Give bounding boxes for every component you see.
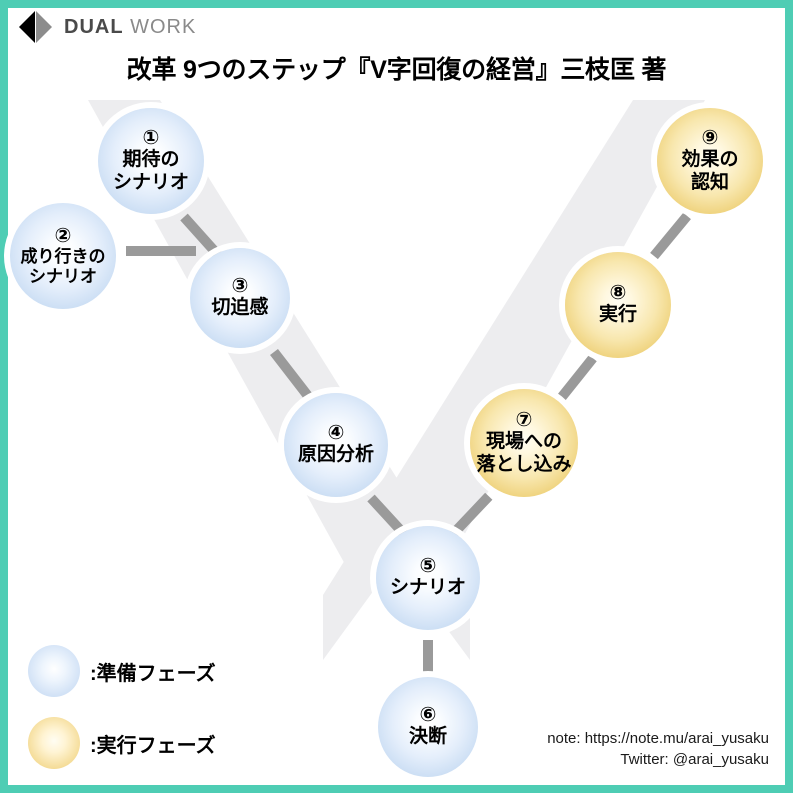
step-label-line: 決断 xyxy=(408,726,447,748)
blue-circle-icon xyxy=(28,645,80,697)
connector-②-to-③ xyxy=(126,246,196,256)
step-number: ⑧ xyxy=(609,282,627,305)
step-number: ⑦ xyxy=(515,409,533,432)
dual-arrow-logo-icon xyxy=(18,9,54,45)
step-label-line: 落とし込み xyxy=(476,453,572,475)
step-label-line: 切迫感 xyxy=(211,297,269,319)
page-title: 改革 9つのステップ『V字回復の経営』三枝匡 著 xyxy=(126,56,667,84)
footer-note-link[interactable]: note: https://note.mu/arai_yusaku xyxy=(547,729,769,747)
legend-item-execution: :実行フェーズ xyxy=(28,717,216,769)
step-label-line: 原因分析 xyxy=(297,444,374,466)
step-label-line: 効果の xyxy=(681,149,739,171)
step-label-line: 成り行きの xyxy=(20,246,106,266)
step-number: ⑨ xyxy=(701,127,719,150)
legend-item-preparation: :準備フェーズ xyxy=(28,645,216,697)
connector-⑤-to-⑥ xyxy=(423,640,433,672)
contact-footer: note: https://note.mu/arai_yusaku Twitte… xyxy=(547,728,769,772)
step-label-line: 期待の xyxy=(122,149,180,171)
step-number: ⑥ xyxy=(419,704,437,727)
yellow-circle-icon xyxy=(28,717,80,769)
step-number: ③ xyxy=(231,275,249,298)
brand-name-bold: DUAL xyxy=(64,16,124,38)
step-number: ⑤ xyxy=(419,555,437,578)
legend-label: :準備フェーズ xyxy=(90,662,216,685)
brand-logo: DUAL WORK xyxy=(18,8,196,46)
step-label-line: 現場への xyxy=(485,431,562,453)
footer-twitter-handle[interactable]: Twitter: @arai_yusaku xyxy=(620,751,769,769)
legend-label: :実行フェーズ xyxy=(90,734,216,757)
step-label-line: シナリオ xyxy=(29,266,97,286)
brand-name: DUAL WORK xyxy=(64,17,196,37)
step-label-line: シナリオ xyxy=(389,577,466,599)
step-number: ④ xyxy=(327,422,345,445)
step-number: ① xyxy=(142,127,160,150)
step-number: ② xyxy=(54,224,72,247)
brand-name-light: WORK xyxy=(130,16,197,38)
step-label-line: 実行 xyxy=(598,304,637,326)
step-label-line: シナリオ xyxy=(112,171,189,193)
step-label-line: 認知 xyxy=(690,171,729,193)
